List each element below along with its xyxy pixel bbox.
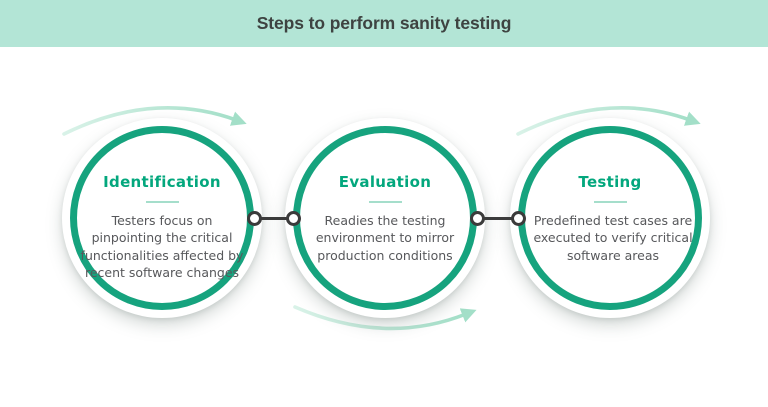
step-title: Testing bbox=[578, 173, 642, 191]
curved-arrow-icon bbox=[293, 305, 477, 331]
connector-node-icon bbox=[510, 210, 526, 226]
connector-node-icon bbox=[285, 210, 301, 226]
curved-arrow-icon bbox=[62, 106, 247, 136]
diagram-area: Identification Testers focus on pinpoint… bbox=[0, 47, 768, 407]
step-ring: Identification Testers focus on pinpoint… bbox=[70, 126, 254, 310]
title-divider bbox=[593, 201, 627, 203]
step-description: Predefined test cases are executed to ve… bbox=[533, 213, 693, 263]
title-divider bbox=[368, 201, 402, 203]
step-title: Evaluation bbox=[338, 173, 432, 191]
step-circle-identification: Identification Testers focus on pinpoint… bbox=[62, 118, 262, 318]
connector-line bbox=[254, 216, 293, 220]
connector-node-icon bbox=[246, 210, 262, 226]
step-circle-testing: Testing Predefined test cases are execut… bbox=[510, 118, 710, 318]
step-circle-evaluation: Evaluation Readies the testing environme… bbox=[285, 118, 485, 318]
title-divider bbox=[145, 201, 179, 203]
step-ring: Testing Predefined test cases are execut… bbox=[518, 126, 702, 310]
step-title: Identification bbox=[103, 173, 221, 191]
step-description: Testers focus on pinpointing the critica… bbox=[80, 213, 244, 280]
curved-arrow-icon bbox=[516, 106, 701, 136]
step-ring: Evaluation Readies the testing environme… bbox=[293, 126, 477, 310]
connector-line bbox=[477, 216, 518, 220]
step-description: Readies the testing environment to mirro… bbox=[315, 213, 455, 263]
connector-node-icon bbox=[469, 210, 485, 226]
header-band: Steps to perform sanity testing bbox=[0, 0, 768, 47]
page-title: Steps to perform sanity testing bbox=[256, 13, 512, 33]
